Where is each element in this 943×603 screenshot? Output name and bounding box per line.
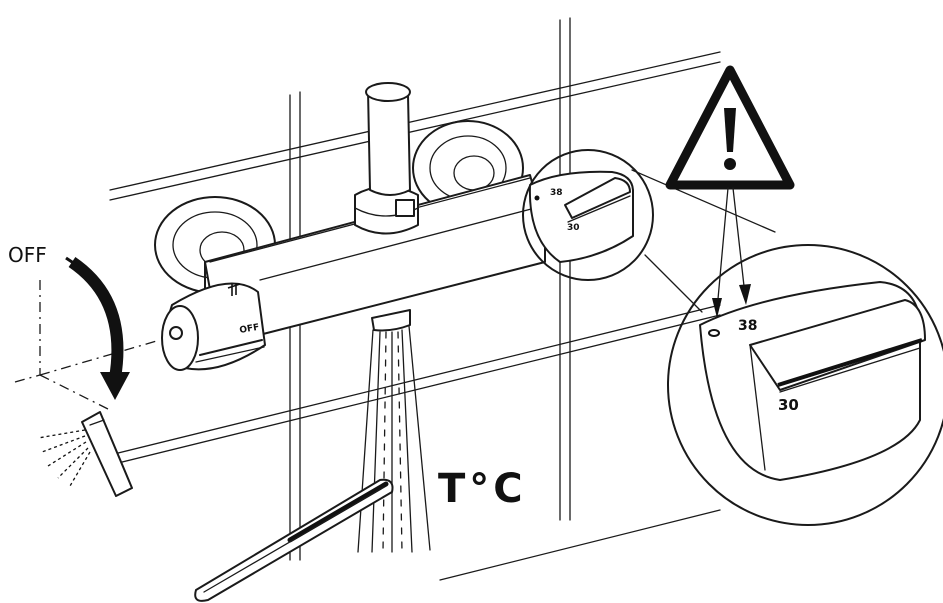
thermostat-knob-small[interactable]: 38 30 <box>522 149 654 281</box>
hand-shower-symbol-icon <box>227 283 241 296</box>
water-stream <box>357 325 431 553</box>
rotation-axis <box>14 280 161 411</box>
top-outlet-connector <box>354 82 419 235</box>
detail-scale-30: 30 <box>778 396 799 414</box>
shower-head-icon <box>37 411 133 497</box>
off-handle-knob[interactable]: OFF <box>161 282 266 371</box>
thermostat-knob-detail: 38 30 <box>667 244 943 526</box>
curved-arrow-down-icon <box>65 256 130 400</box>
detail-scale-38: 38 <box>738 318 757 334</box>
zoom-line-top <box>631 169 776 233</box>
small-scale-38: 38 <box>550 188 563 198</box>
zoom-line-bottom <box>644 254 703 313</box>
thermometer-icon <box>194 478 394 602</box>
warning-pointer-arrows <box>712 187 751 318</box>
temperature-label: T°C <box>438 466 527 512</box>
bottom-outlet <box>371 309 411 332</box>
small-scale-30: 30 <box>567 223 580 233</box>
off-arrow-label: OFF <box>8 243 47 267</box>
knob-off-label: OFF <box>239 323 260 336</box>
warning-icon <box>665 65 795 190</box>
